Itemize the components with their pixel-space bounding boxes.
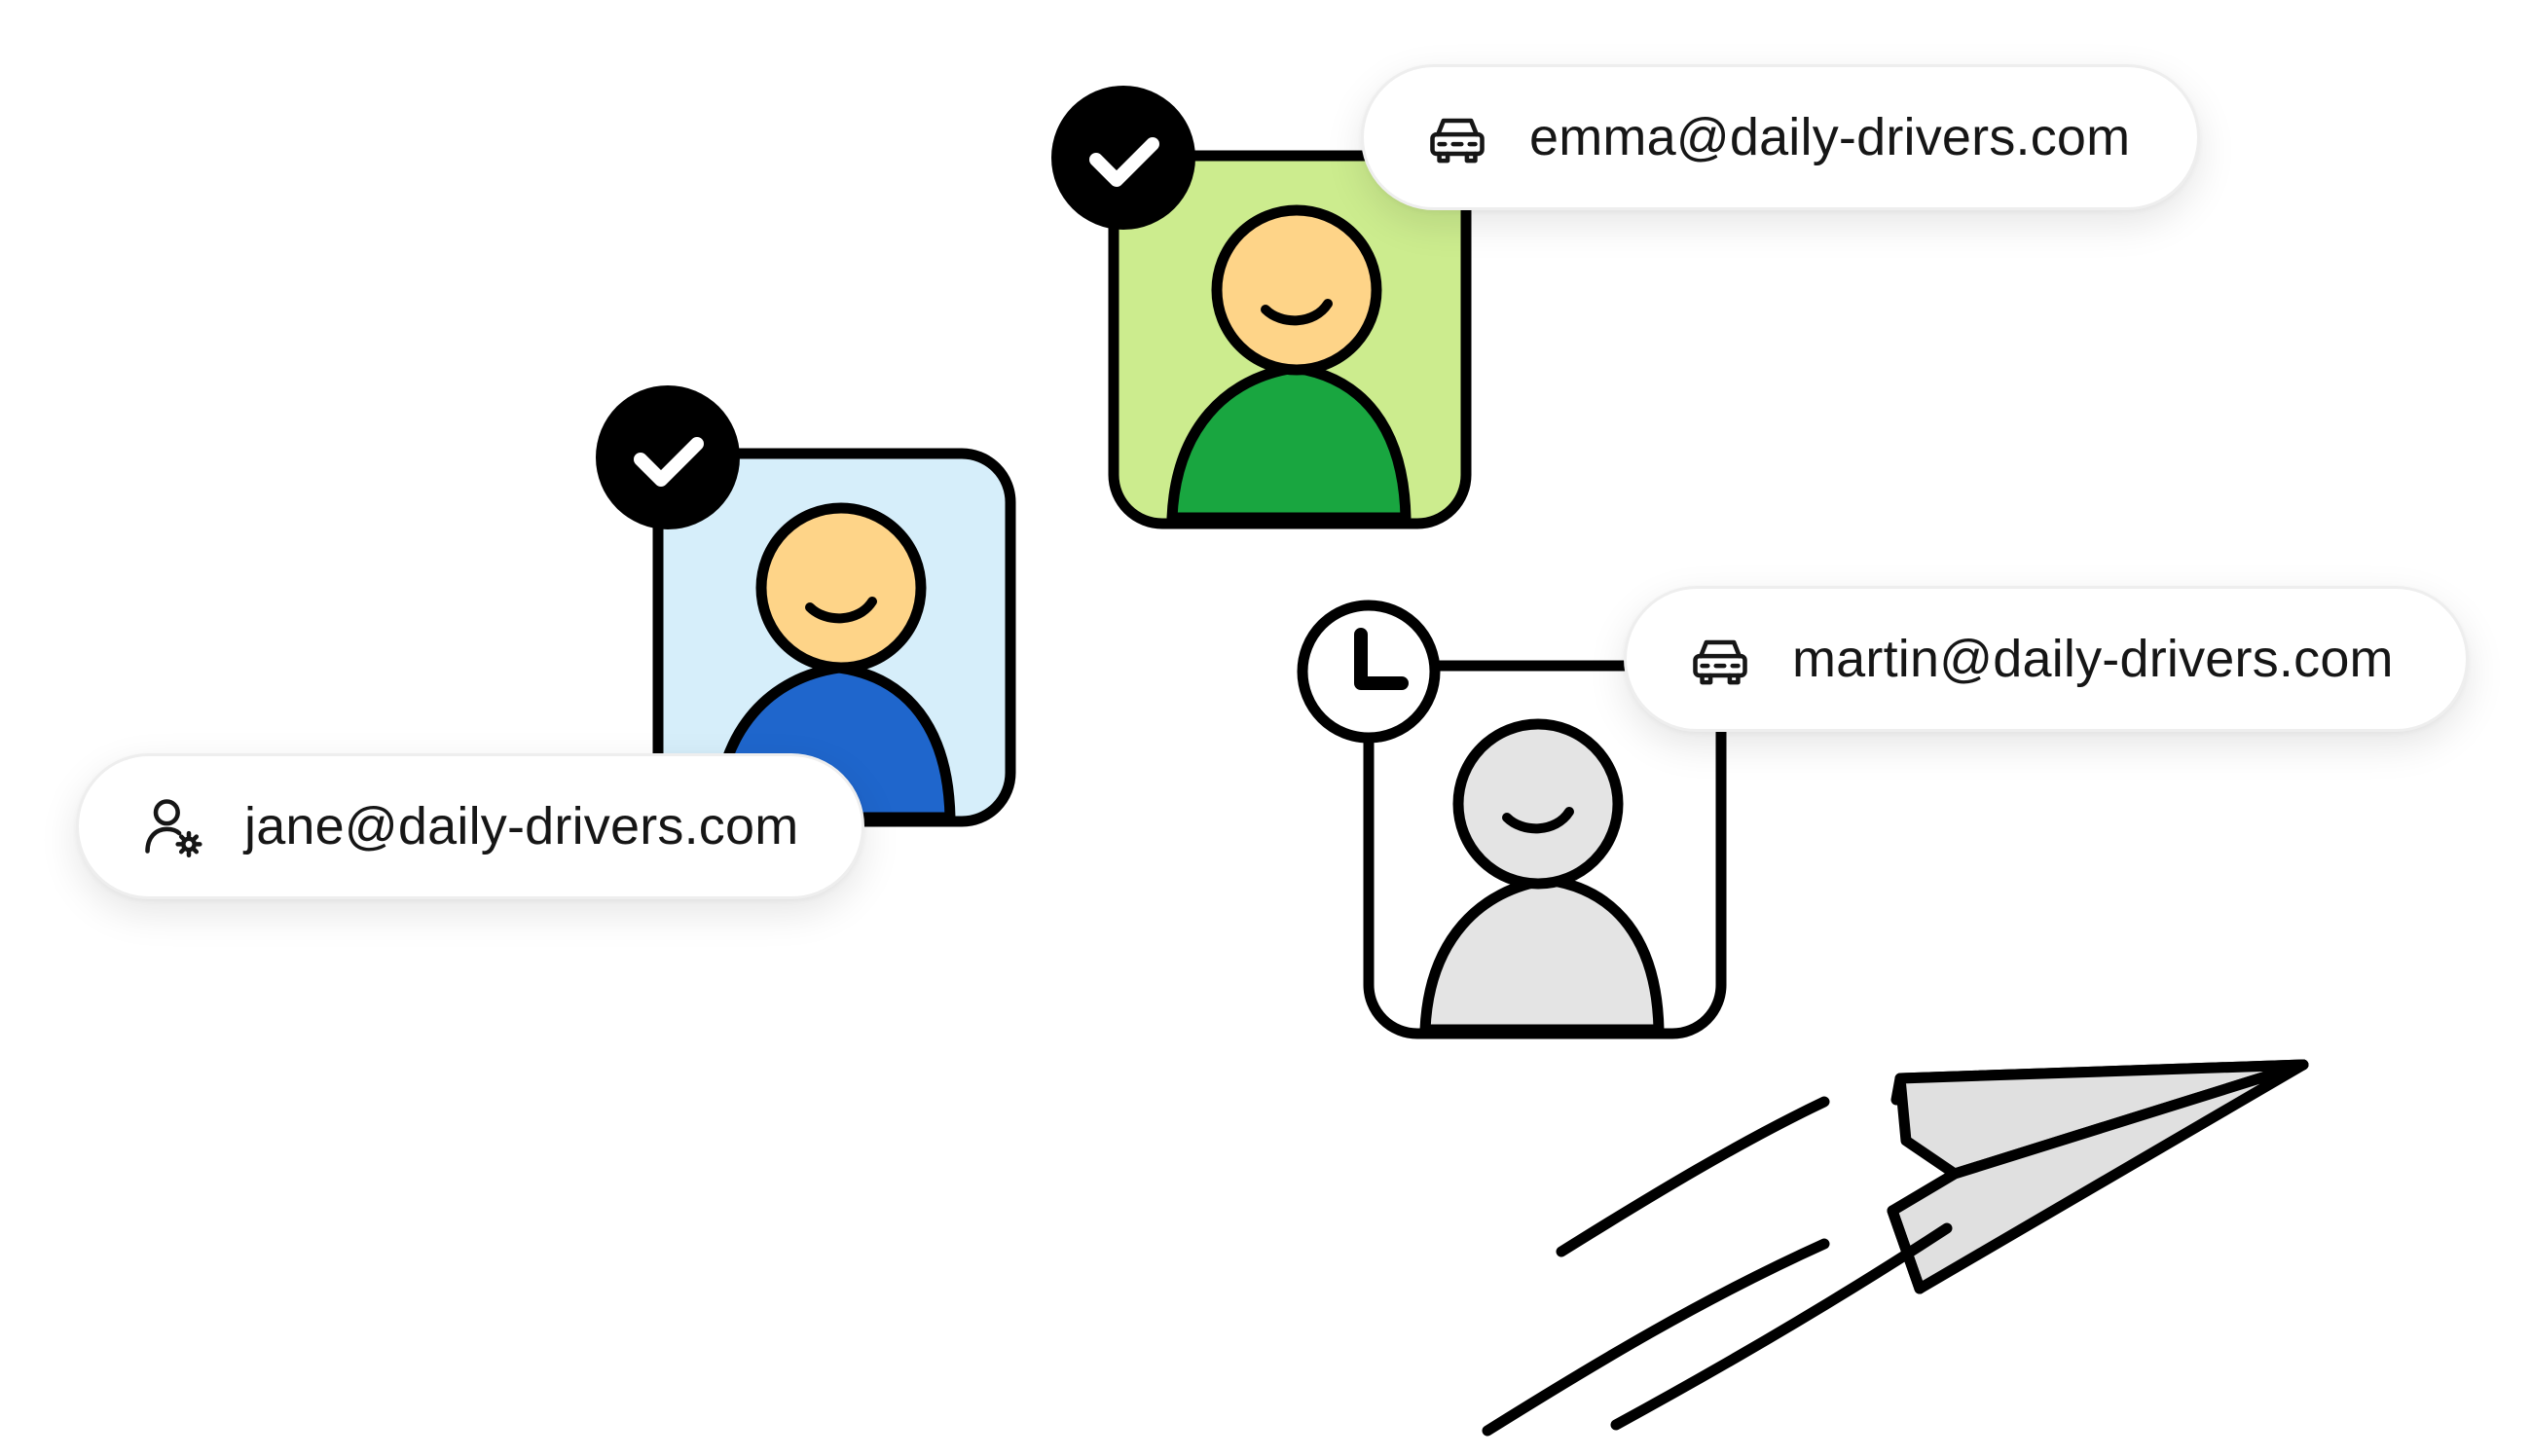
speed-line xyxy=(1610,1222,1953,1431)
account-email: martin@daily-drivers.com xyxy=(1792,630,2394,688)
account-pill-martin[interactable]: martin@daily-drivers.com xyxy=(1624,586,2469,732)
car-icon xyxy=(1687,626,1753,692)
avatar-smile xyxy=(1261,299,1333,326)
check-icon xyxy=(1089,137,1159,187)
avatar-card-martin xyxy=(1297,600,1727,1039)
account-email: emma@daily-drivers.com xyxy=(1529,108,2131,166)
check-icon xyxy=(634,437,704,487)
speed-line xyxy=(1482,1238,1830,1437)
speed-line xyxy=(1556,1096,1830,1257)
account-email: jane@daily-drivers.com xyxy=(244,797,799,855)
account-pill-jane[interactable]: jane@daily-drivers.com xyxy=(76,753,864,899)
paper-plane-icon xyxy=(1482,1059,2309,1437)
status-badge xyxy=(1051,86,1195,230)
user-gear-icon xyxy=(139,793,205,859)
avatar-smile xyxy=(1502,807,1574,834)
avatar-face xyxy=(1452,718,1624,890)
car-icon xyxy=(1424,104,1490,170)
avatar-face xyxy=(1211,204,1382,376)
status-badge xyxy=(1297,600,1441,744)
account-pill-emma[interactable]: emma@daily-drivers.com xyxy=(1361,64,2200,210)
avatar-face xyxy=(755,502,927,673)
status-badge xyxy=(596,385,740,529)
clock-icon xyxy=(1354,628,1409,690)
avatar-card-emma xyxy=(1051,86,1472,529)
avatar-smile xyxy=(805,597,877,624)
